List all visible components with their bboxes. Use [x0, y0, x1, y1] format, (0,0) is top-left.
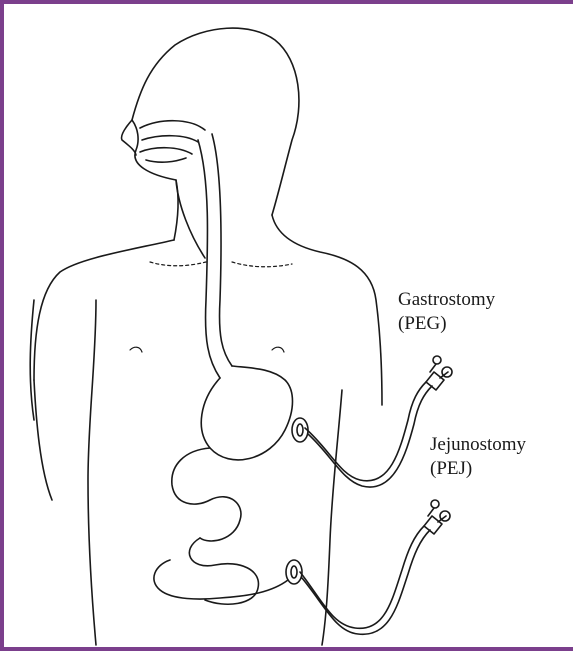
peg-tube	[292, 356, 452, 487]
gastrostomy-label: Gastrostomy (PEG)	[398, 288, 495, 336]
chest-details	[130, 262, 292, 352]
oral-cavity	[140, 121, 205, 162]
stomach	[201, 366, 292, 460]
pej-tube	[286, 500, 450, 634]
pej-connector	[424, 500, 450, 534]
intestines	[154, 448, 288, 604]
gastrostomy-name: Gastrostomy	[398, 288, 495, 312]
peg-connector	[426, 356, 452, 390]
jejunostomy-name: Jejunostomy	[430, 433, 526, 457]
gastrostomy-abbr: (PEG)	[398, 312, 495, 336]
jejunostomy-abbr: (PEJ)	[430, 457, 526, 481]
jejunostomy-label: Jejunostomy (PEJ)	[430, 433, 526, 481]
